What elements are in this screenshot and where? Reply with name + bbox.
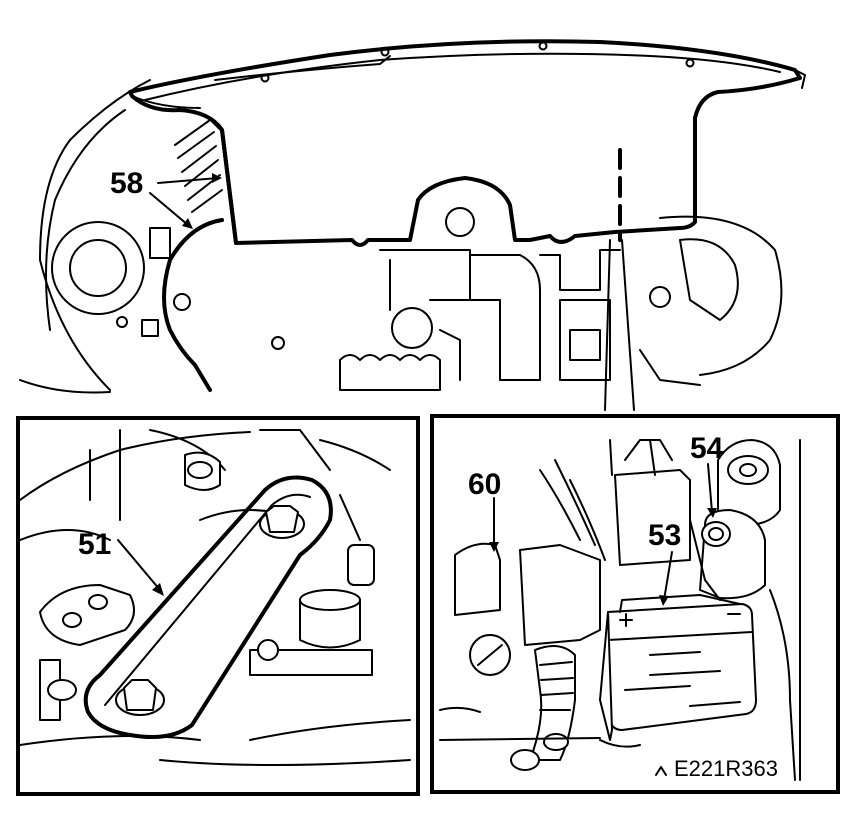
leader-58 [157, 177, 219, 184]
callout-51: 51 [78, 528, 111, 561]
mounting-strap [83, 475, 333, 739]
detail-panel-51: 51 [16, 416, 420, 796]
callout-58: 58 [110, 167, 143, 200]
leader-53 [663, 551, 673, 601]
battery [599, 594, 757, 741]
callout-54: 54 [690, 432, 724, 465]
leader-54 [707, 463, 713, 513]
reference-code: E221R363 [674, 756, 778, 781]
strap-bolt-lower [115, 679, 165, 716]
hatch-marks [174, 119, 223, 213]
leader-51 [117, 539, 161, 591]
engine-bay-overview: 58 [19, 39, 806, 411]
engine-cover-panel [128, 39, 802, 247]
strap-bolt-upper [259, 505, 305, 539]
callout-53: 53 [648, 519, 681, 552]
leader-58b [149, 192, 189, 226]
callout-60: 60 [468, 468, 501, 501]
detail-panel-battery: 60 54 53 E221R363 [430, 414, 840, 794]
